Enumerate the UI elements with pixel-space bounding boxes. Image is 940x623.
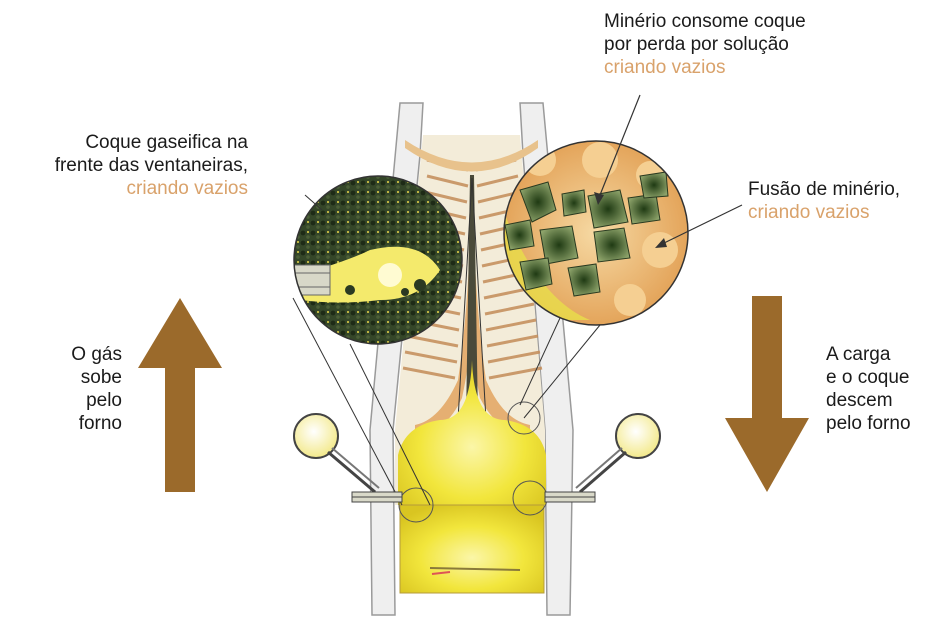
label-line: pelo forno (826, 412, 911, 435)
callout-accent: criando vazios (604, 56, 806, 79)
label-line: sobe (40, 366, 122, 389)
callout-ore-melting: Fusão de minério, criando vazios (748, 178, 900, 224)
down-arrow-icon (725, 296, 809, 492)
label-line: O gás (40, 343, 122, 366)
label-line: descem (826, 389, 911, 412)
label-burden-descends: A carga e o coque descem pelo forno (826, 343, 911, 435)
callout-ore-consumes-coke: Minério consome coque por perda por solu… (604, 10, 806, 79)
callout-line: por perda por solução (604, 33, 806, 56)
callout-accent: criando vazios (12, 177, 248, 200)
label-line: forno (40, 412, 122, 435)
callout-accent: criando vazios (748, 201, 900, 224)
zoom-circle-ore (504, 141, 688, 325)
callout-line: Coque gaseifica na (12, 131, 248, 154)
callout-line: frente das ventaneiras, (12, 154, 248, 177)
callout-line: Fusão de minério, (748, 178, 900, 201)
label-gas-rises: O gás sobe pelo forno (40, 343, 122, 435)
up-arrow-icon (138, 298, 222, 492)
label-line: pelo (40, 389, 122, 412)
callout-line: Minério consome coque (604, 10, 806, 33)
callout-coke-gasifies: Coque gaseifica na frente das ventaneira… (12, 131, 248, 200)
label-line: A carga (826, 343, 911, 366)
label-line: e o coque (826, 366, 911, 389)
